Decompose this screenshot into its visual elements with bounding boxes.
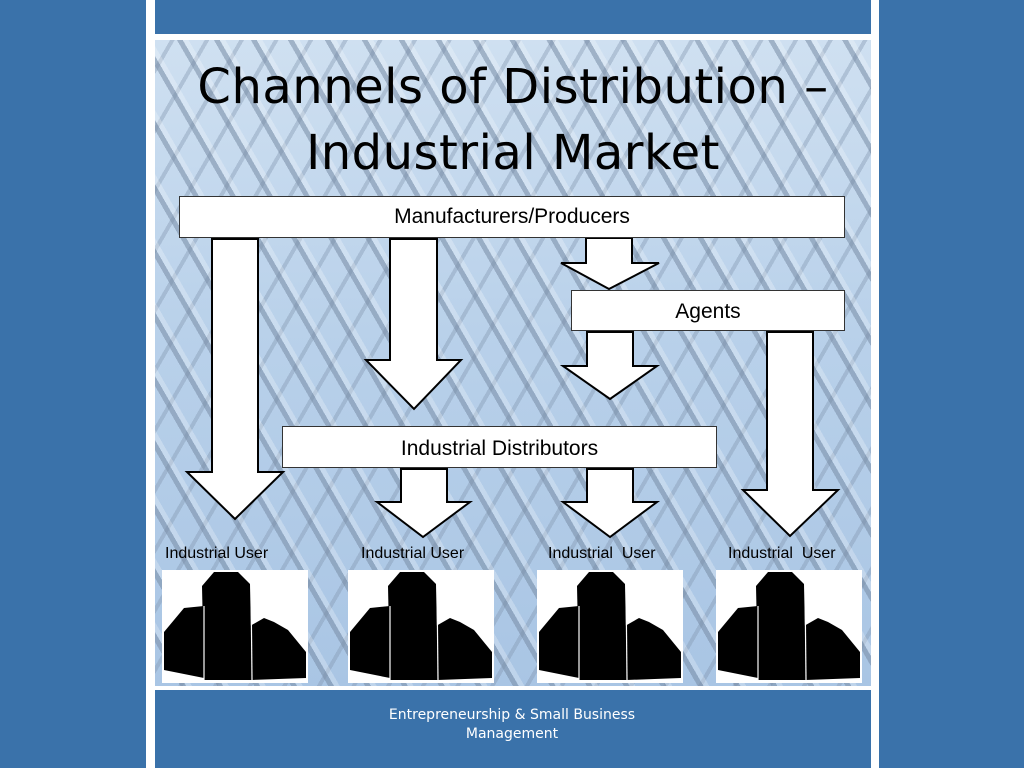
footer-line-2: Management — [465, 726, 559, 742]
user-label-4: Industrial User — [728, 545, 836, 562]
title-line-2: Industrial Market — [306, 125, 720, 181]
top-divider — [155, 34, 871, 40]
top-band — [155, 0, 871, 34]
footer-line-1: Entrepreneurship & Small Business — [388, 707, 636, 723]
down-arrow-icon — [559, 331, 661, 401]
agents-box: Agents — [571, 290, 845, 331]
right-frame-divider — [871, 0, 879, 768]
down-arrow-icon — [184, 238, 286, 521]
right-frame-panel — [879, 0, 1024, 768]
bottom-divider — [155, 686, 871, 690]
title-line-1: Channels of Distribution – — [197, 59, 829, 115]
slide-title: Channels of Distribution – Industrial Ma… — [160, 54, 866, 186]
building-icon — [348, 570, 494, 683]
down-arrow-icon — [374, 468, 474, 539]
down-arrow-icon — [559, 468, 661, 539]
down-arrow-icon — [560, 237, 660, 291]
slide-footer: Entrepreneurship & Small Business Manage… — [340, 706, 684, 744]
building-icon — [537, 570, 683, 683]
down-arrow-icon — [740, 331, 841, 538]
left-frame-panel — [0, 0, 146, 768]
manufacturers-box: Manufacturers/Producers — [179, 196, 845, 238]
user-label-3: Industrial User — [548, 545, 656, 562]
building-icon — [162, 570, 308, 683]
down-arrow-icon — [363, 238, 464, 411]
left-frame-divider — [146, 0, 155, 768]
user-label-2: Industrial User — [361, 545, 465, 562]
distributors-box: Industrial Distributors — [282, 426, 717, 468]
user-label-1: Industrial User — [165, 545, 269, 562]
bottom-band — [155, 690, 871, 768]
building-icon — [716, 570, 862, 683]
